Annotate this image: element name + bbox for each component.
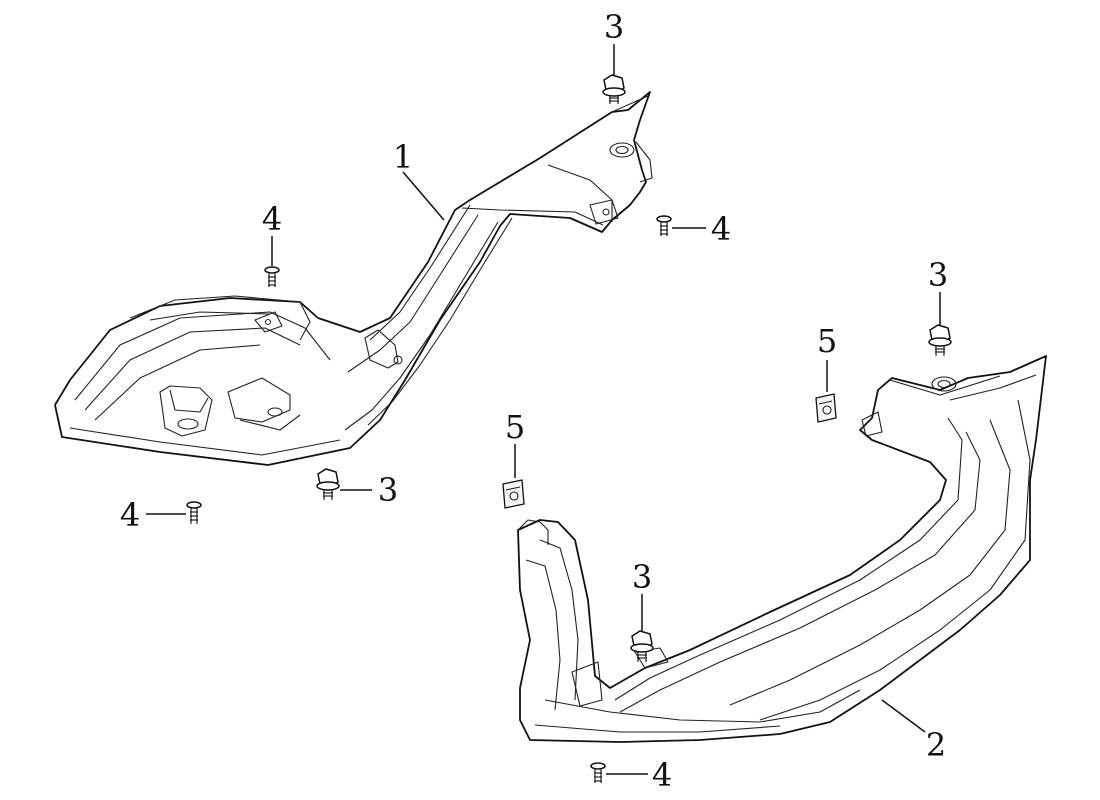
- callout-screw-4-left-top: 4: [262, 200, 282, 238]
- clip-nut-5-right: [815, 393, 837, 423]
- bolt-3-left: [316, 468, 340, 500]
- bolt-3-upper-right: [928, 324, 952, 356]
- callout-bolt-3-upper-right: 3: [928, 256, 948, 294]
- screw-4-left-bottom: [186, 501, 202, 524]
- bolt-3-lower: [630, 630, 654, 662]
- callout-bolt-3-top: 3: [604, 8, 624, 46]
- callout-clip-5-left: 5: [505, 408, 525, 446]
- leader-lines: [146, 44, 941, 775]
- screw-4-upper-right: [656, 215, 672, 236]
- clip-nut-5-left: [502, 479, 525, 509]
- callout-clip-5-right: 5: [817, 322, 837, 360]
- screw-4-left-top: [264, 266, 280, 287]
- callout-screw-4-bottom: 4: [652, 756, 672, 794]
- callout-part-2: 2: [926, 726, 946, 764]
- part-1-left-handguard: [54, 91, 653, 466]
- callout-bolt-3-left: 3: [378, 471, 398, 509]
- screw-4-bottom: [590, 762, 606, 783]
- part-2-right-handguard: [517, 355, 1047, 743]
- bolt-3-top: [602, 74, 626, 104]
- callout-bolt-3-lower: 3: [632, 558, 652, 596]
- callout-part-1: 1: [393, 138, 413, 176]
- callout-screw-4-left-bottom: 4: [120, 496, 140, 534]
- callout-screw-4-upper-right: 4: [711, 210, 731, 248]
